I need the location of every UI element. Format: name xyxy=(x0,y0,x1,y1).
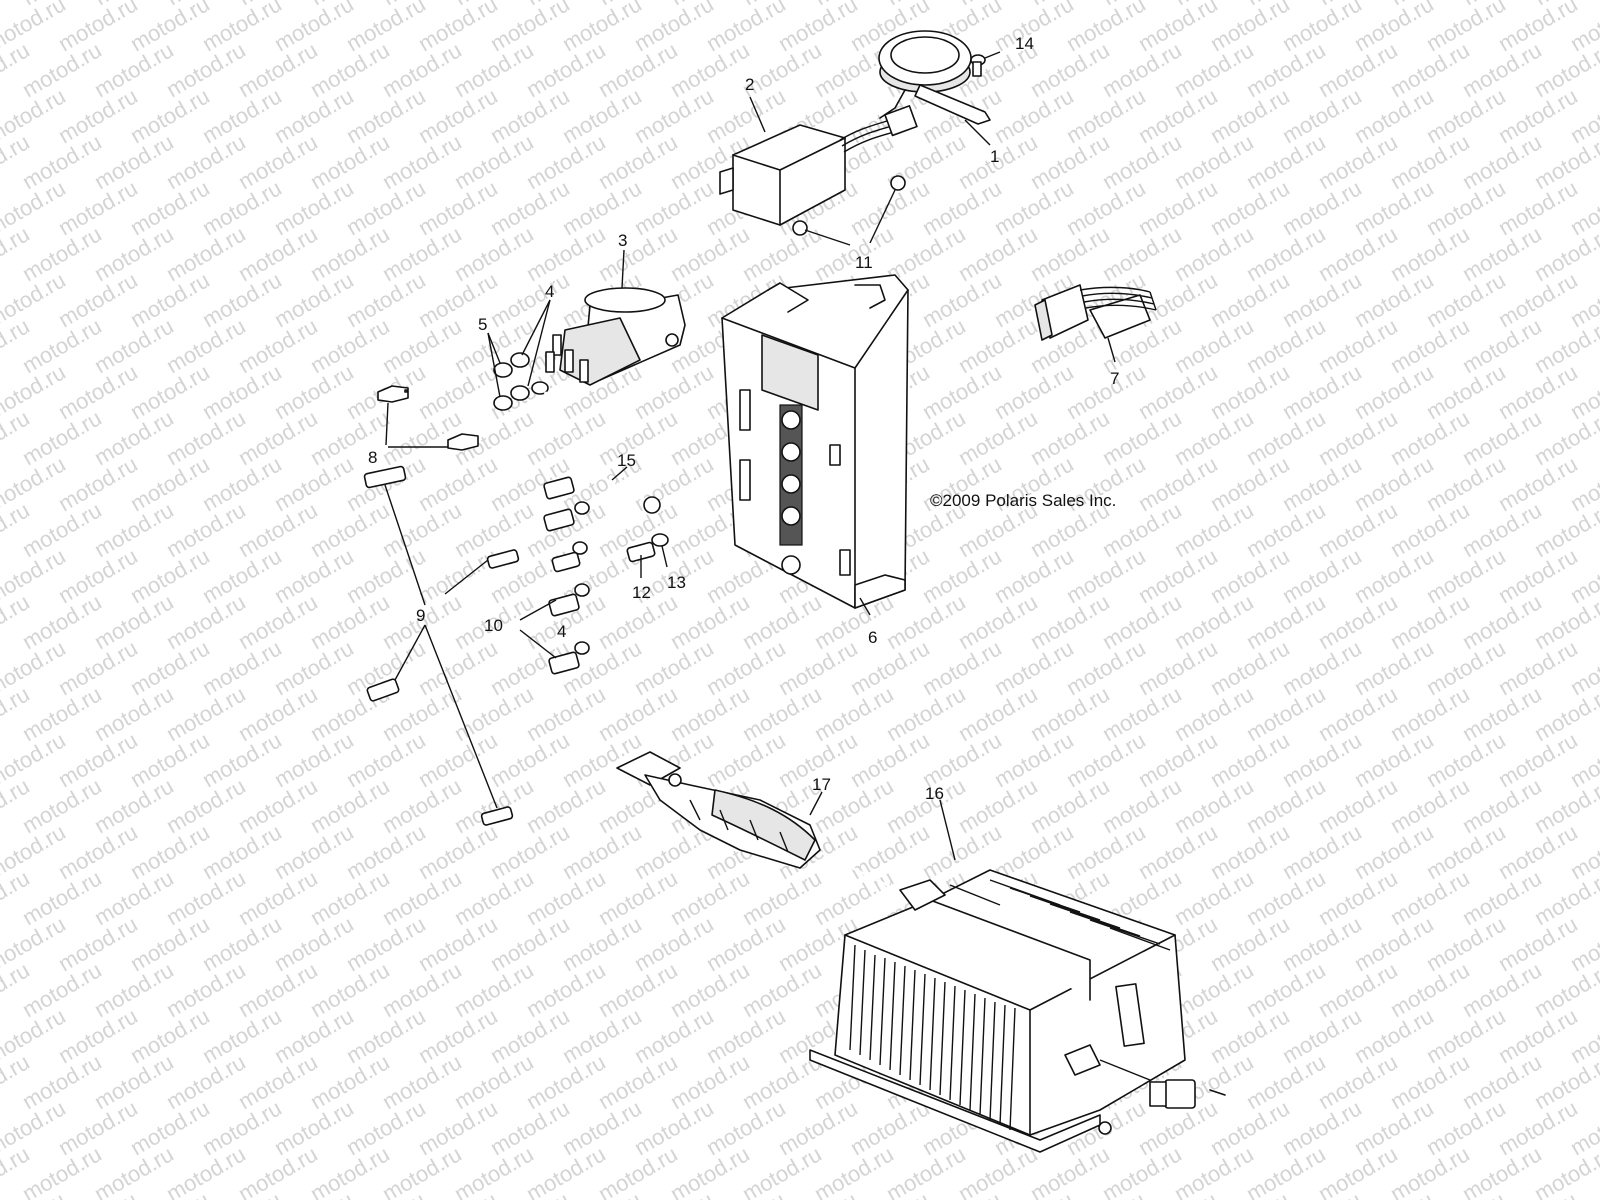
callout-4-top: 4 xyxy=(545,282,554,301)
callout-11: 11 xyxy=(855,253,873,272)
controller-part xyxy=(721,274,909,609)
callout-3: 3 xyxy=(618,231,627,250)
callout-7: 7 xyxy=(1110,369,1119,388)
leader-lines xyxy=(384,51,1116,861)
callout-4-bottom: 4 xyxy=(557,622,566,641)
callout-12: 12 xyxy=(632,583,651,602)
copyright-notice: ©2009 Polaris Sales Inc. xyxy=(930,491,1116,510)
cable-part xyxy=(543,391,661,514)
battery-charger-part xyxy=(809,869,1226,1153)
callout-14: 14 xyxy=(1015,34,1034,53)
charger-plug-part xyxy=(616,751,906,897)
small-bolt-part xyxy=(626,533,669,563)
callout-9: 9 xyxy=(416,606,425,625)
nut-part xyxy=(792,175,906,236)
callout-15: 15 xyxy=(617,451,636,470)
bolt-part xyxy=(377,385,479,451)
solenoid-part xyxy=(545,287,686,386)
flange-bolt-part xyxy=(543,476,590,675)
connector-part xyxy=(1034,284,1157,341)
callout-1: 1 xyxy=(990,147,999,166)
callout-16: 16 xyxy=(925,784,944,803)
callout-17: 17 xyxy=(812,775,831,794)
callout-2: 2 xyxy=(745,75,754,94)
callout-labels: 14 2 1 11 3 4 5 8 15 9 12 13 10 4 6 7 17… xyxy=(368,34,1119,803)
callout-10: 10 xyxy=(484,616,503,635)
callout-6: 6 xyxy=(868,628,877,647)
callout-5: 5 xyxy=(478,315,487,334)
module-box-part xyxy=(719,105,918,226)
screw-part xyxy=(970,54,986,77)
horn-part xyxy=(878,30,991,125)
washer-part xyxy=(493,352,549,411)
callout-8: 8 xyxy=(368,448,377,467)
callout-13: 13 xyxy=(667,573,686,592)
cap-screw-part xyxy=(363,465,520,826)
